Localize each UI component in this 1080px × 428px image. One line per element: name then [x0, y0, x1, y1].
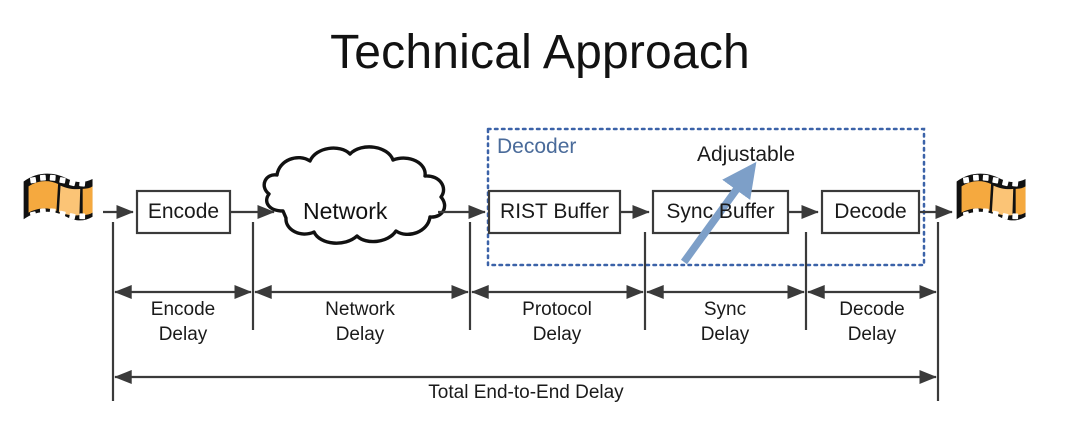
- decoder-group-label: Decoder: [497, 135, 577, 158]
- delay-label-network-line2: Delay: [335, 324, 385, 346]
- delay-label-decode-line2: Delay: [847, 324, 897, 346]
- delay-label-sync-line1: Sync: [703, 299, 747, 320]
- delay-label-encode-line1: Encode: [150, 299, 216, 320]
- adjustable-label: Adjustable: [697, 143, 796, 166]
- delay-label-decode-line1: Decode: [839, 299, 905, 320]
- box-encode: [135, 189, 232, 235]
- delay-label-encode: Encode Delay: [123, 297, 243, 347]
- box-rist-buffer: [487, 189, 622, 235]
- delay-label-protocol: Protocol Delay: [497, 297, 617, 347]
- destination-film-strip-icon: [956, 173, 1026, 221]
- source-film-strip-icon: [23, 173, 93, 221]
- delay-label-network: Network Delay: [300, 297, 420, 347]
- delay-label-protocol-line2: Delay: [532, 324, 582, 346]
- delay-label-encode-line2: Delay: [158, 324, 208, 346]
- adjustable-arrow: [680, 161, 757, 265]
- page-title: Technical Approach: [330, 26, 750, 79]
- cloud-label: Network: [303, 198, 388, 224]
- delay-label-protocol-line1: Protocol: [522, 299, 592, 320]
- box-decode: [820, 189, 921, 235]
- decoder-group-box: [486, 127, 926, 267]
- network-cloud-shape: [262, 145, 447, 245]
- delay-label-sync: Sync Delay: [665, 297, 785, 347]
- delay-label-sync-line2: Delay: [700, 324, 750, 346]
- total-delay-label: Total End-to-End Delay: [428, 382, 624, 403]
- delay-label-decode: Decode Delay: [812, 297, 932, 347]
- delay-label-network-line1: Network: [325, 299, 395, 320]
